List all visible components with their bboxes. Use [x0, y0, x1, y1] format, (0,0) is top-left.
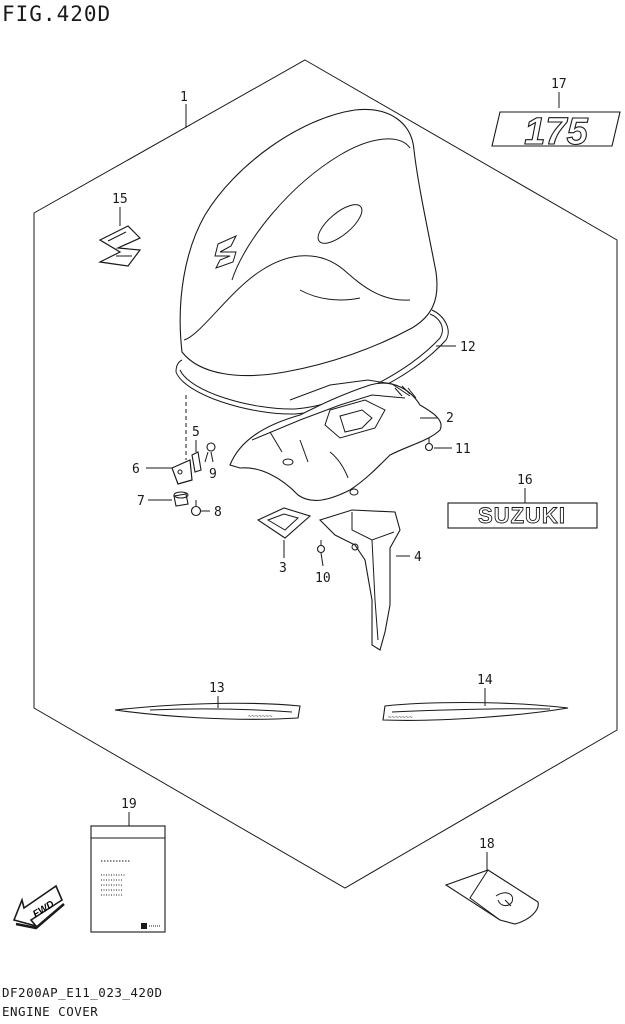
callout-9: 9	[209, 467, 217, 482]
callout-11: 11	[455, 442, 471, 457]
screw-11[interactable]	[424, 438, 434, 452]
diagram-code: DF200AP_E11_023_420D	[2, 985, 163, 1000]
leader-lines	[119, 92, 560, 870]
engine-cover[interactable]	[179, 108, 438, 377]
bolt-8[interactable]	[190, 500, 202, 517]
callout-4: 4	[414, 550, 422, 565]
callout-17: 17	[551, 77, 567, 92]
suzuki-decal[interactable]: SUZUKI	[447, 502, 598, 529]
callout-5: 5	[192, 425, 200, 440]
diagram-name: ENGINE COVER	[2, 1004, 99, 1019]
model-number-text: 175	[524, 111, 588, 153]
cover-s-logo	[214, 234, 238, 269]
callout-8: 8	[214, 505, 222, 520]
suzuki-decal-text: SUZUKI	[478, 503, 566, 528]
cover-frame[interactable]	[229, 379, 442, 501]
callout-7: 7	[137, 494, 145, 509]
tool-bag[interactable]	[444, 869, 539, 925]
callout-labels: 1 2 3 4 5 6 7 8 9 10 11 12 13 14 15 16 1…	[112, 77, 567, 852]
gasket[interactable]	[256, 507, 312, 539]
callout-10: 10	[315, 571, 331, 586]
callout-15: 15	[112, 192, 128, 207]
callout-14: 14	[477, 673, 493, 688]
owners-manual[interactable]	[90, 825, 166, 933]
callout-16: 16	[517, 473, 533, 488]
fwd-arrow-icon: FWD	[12, 884, 65, 930]
model-number-decal[interactable]: 175	[491, 110, 621, 154]
side-stripe-left[interactable]: ~~~~~~~	[114, 702, 301, 720]
side-stripe-right[interactable]: ~~~~~~~	[382, 701, 569, 722]
callout-12: 12	[460, 340, 476, 355]
latch-assembly[interactable]	[171, 395, 193, 485]
screw-10[interactable]	[316, 540, 326, 554]
rubber-grommet[interactable]	[173, 491, 189, 507]
s-emblem[interactable]	[98, 225, 142, 267]
callout-13: 13	[209, 681, 225, 696]
clip-5[interactable]	[191, 451, 202, 473]
screw-9[interactable]	[204, 442, 216, 463]
assembly-boundary	[33, 59, 618, 889]
callout-3: 3	[279, 561, 287, 576]
svg-text:~~~~~~~: ~~~~~~~	[248, 714, 273, 720]
svg-text:~~~~~~~: ~~~~~~~	[388, 715, 413, 721]
intake-duct[interactable]	[318, 509, 401, 651]
callout-6: 6	[132, 462, 140, 477]
callout-1: 1	[180, 90, 188, 105]
figure-title: FIG.420D	[2, 2, 112, 26]
callout-19: 19	[121, 797, 137, 812]
callout-18: 18	[479, 837, 495, 852]
callout-2: 2	[446, 411, 454, 426]
